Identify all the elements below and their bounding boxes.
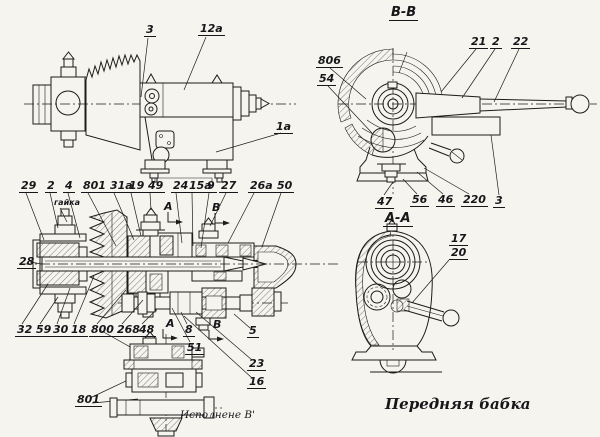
housing-wall: [337, 48, 394, 123]
part-label-22: 22: [511, 35, 531, 49]
part-label-2-bb: 2: [490, 35, 502, 49]
section-bb-view: [327, 48, 597, 196]
part-label-23: 23: [247, 357, 267, 371]
execution-b-view: [109, 331, 222, 437]
part-label-31a: 31а: [108, 179, 135, 193]
part-label-806: 806: [316, 54, 343, 68]
lever-boss: [415, 92, 481, 119]
spindle-center-point: [260, 98, 271, 109]
part-label-5: 5: [247, 324, 259, 338]
part-label-46: 46: [436, 193, 456, 207]
part-label-21: 21: [469, 35, 489, 49]
part-label-47: 47: [375, 195, 395, 209]
section-aa-title: А-А: [383, 211, 413, 227]
part-label-59: 59: [34, 323, 54, 337]
part-label-17: 17: [449, 232, 469, 246]
part-label-20: 20: [449, 246, 469, 260]
cut-mark-a-top: А: [164, 200, 173, 213]
motor-bellows: [85, 53, 141, 151]
part-label-32: 32: [15, 323, 35, 337]
part-label-28: 28: [17, 255, 37, 269]
part-label-50: 50: [275, 179, 295, 193]
part-label-18: 18: [69, 323, 89, 337]
handwritten-note: гайка: [54, 198, 81, 207]
pulley-boss: [55, 90, 81, 116]
part-label-800: 800: [89, 323, 116, 337]
part-label-29: 29: [19, 179, 39, 193]
cut-mark-b-top: В: [212, 201, 221, 214]
main-section-view: [21, 177, 338, 404]
part-label-9: 9: [205, 179, 217, 193]
crank-ball-handle: [442, 309, 460, 327]
gear: [127, 235, 151, 258]
cut-mark-a-bottom: А: [166, 317, 175, 330]
part-label-49: 49: [146, 179, 166, 193]
spindle-flange: [232, 86, 242, 121]
part-label-220: 220: [461, 193, 488, 207]
part-label-2: 2: [45, 179, 57, 193]
part-label-51: 51: [185, 341, 205, 355]
part-label-1a: 1а: [274, 120, 294, 134]
part-label-3-bb: 3: [493, 194, 505, 208]
part-label-48: 48: [137, 323, 157, 337]
part-label-26a: 26а: [248, 179, 275, 193]
side-view: [24, 36, 296, 183]
bracket-block: [431, 116, 501, 136]
lever-ball-handle: [570, 94, 590, 114]
part-label-19: 19: [127, 179, 147, 193]
part-label-268: 268: [115, 323, 142, 337]
part-label-8: 8: [183, 323, 195, 337]
part-label-56: 56: [410, 193, 430, 207]
part-label-801: 801: [81, 179, 108, 193]
part-label-12a: 12а: [198, 22, 225, 36]
section-aa-view: [351, 218, 460, 374]
cut-mark-b-bottom: В: [213, 318, 222, 331]
pulley-top: [88, 209, 128, 258]
drawing-caption: Передняя бабка: [385, 395, 531, 413]
execution-caption: Исполнене В': [180, 409, 256, 421]
part-label-24: 24: [171, 179, 191, 193]
part-label-16: 16: [247, 375, 267, 389]
part-label-30: 30: [51, 323, 71, 337]
section-bb-title: В-В: [389, 5, 419, 21]
part-label-801-exec: 801: [75, 393, 102, 407]
part-label-3: 3: [144, 23, 156, 37]
left-bearing: [36, 242, 80, 258]
part-label-4: 4: [63, 179, 75, 193]
part-label-15a: 15а: [187, 179, 214, 193]
part-label-27: 27: [219, 179, 239, 193]
part-label-54: 54: [317, 72, 337, 86]
